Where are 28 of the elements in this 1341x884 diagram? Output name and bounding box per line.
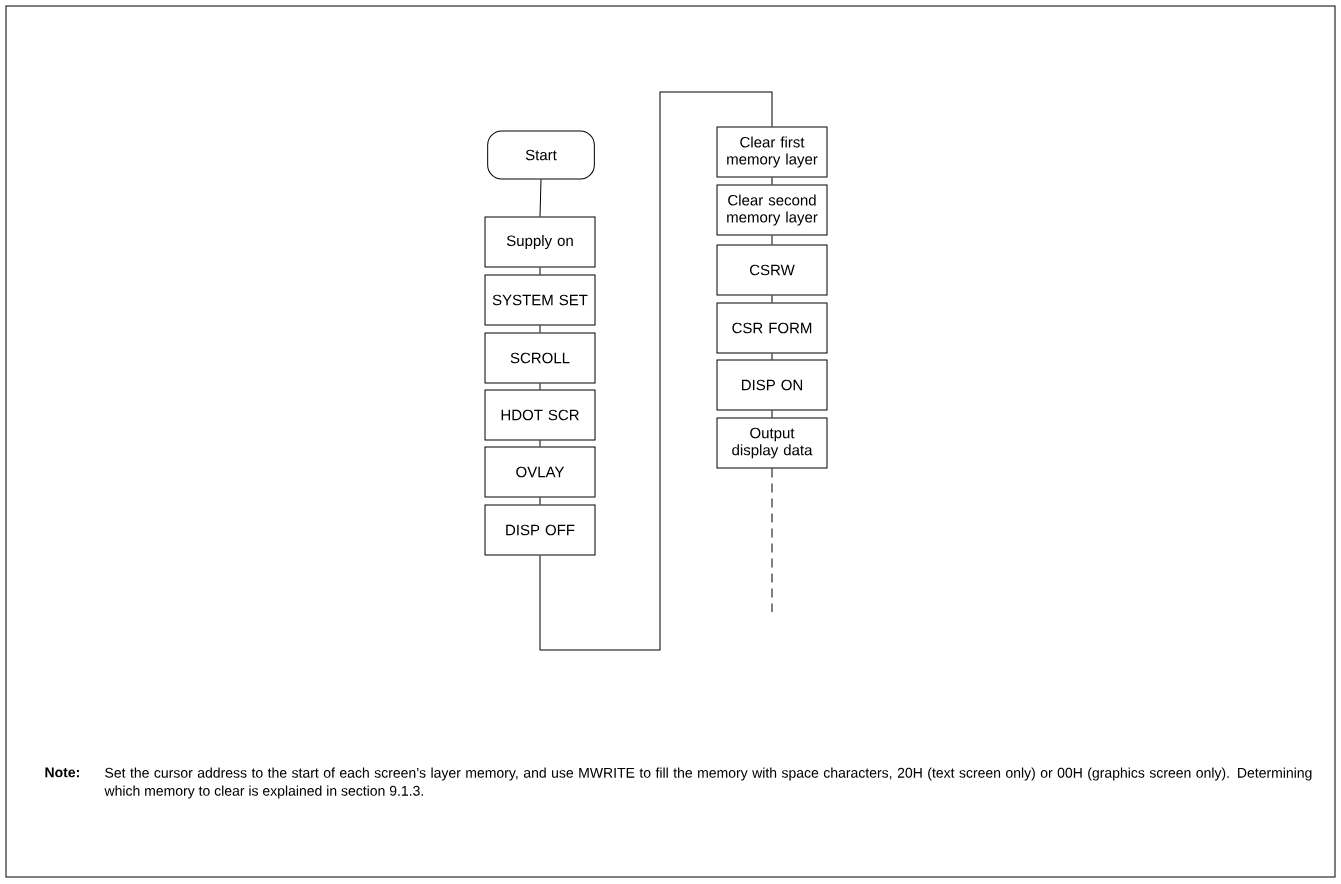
note-label: Note: — [45, 767, 79, 778]
note-text: Set the cursor address to the start of each screen’s layer memory, and use MWRITE to fill the memory with space characters, 20H (text screen only) or 00H (graphics screen only). Determining which memory to clear is explained in section 9.1.3. — [104, 767, 1312, 799]
connector-line — [771, 353, 773, 360]
connector-line — [539, 267, 541, 275]
connector-line — [539, 497, 541, 505]
process-box: SCROLL — [484, 332, 596, 384]
process-box: CSRW — [716, 244, 828, 296]
connector-line — [771, 295, 773, 303]
terminal-box: Start — [487, 130, 595, 180]
connector-line — [539, 325, 541, 333]
process-box: Supply on — [484, 216, 596, 268]
connector-line — [771, 235, 773, 245]
process-box: Clear second memory layer — [716, 184, 828, 236]
process-box: OVLAY — [484, 446, 596, 498]
process-box: HDOT SCR — [484, 389, 596, 441]
process-box: Clear first memory layer — [716, 126, 828, 178]
connector-line — [539, 440, 541, 447]
connector-line — [539, 383, 541, 390]
connector-line — [539, 91, 773, 651]
process-box: DISP ON — [716, 359, 828, 411]
connector-line — [771, 468, 773, 613]
connector-line — [771, 410, 773, 418]
connector-line — [539, 179, 542, 217]
process-box: CSR FORM — [716, 302, 828, 354]
process-box: Output display data — [716, 417, 828, 469]
process-box: DISP OFF — [484, 504, 596, 556]
process-box: SYSTEM SET — [484, 274, 596, 326]
connector-line — [771, 177, 773, 185]
